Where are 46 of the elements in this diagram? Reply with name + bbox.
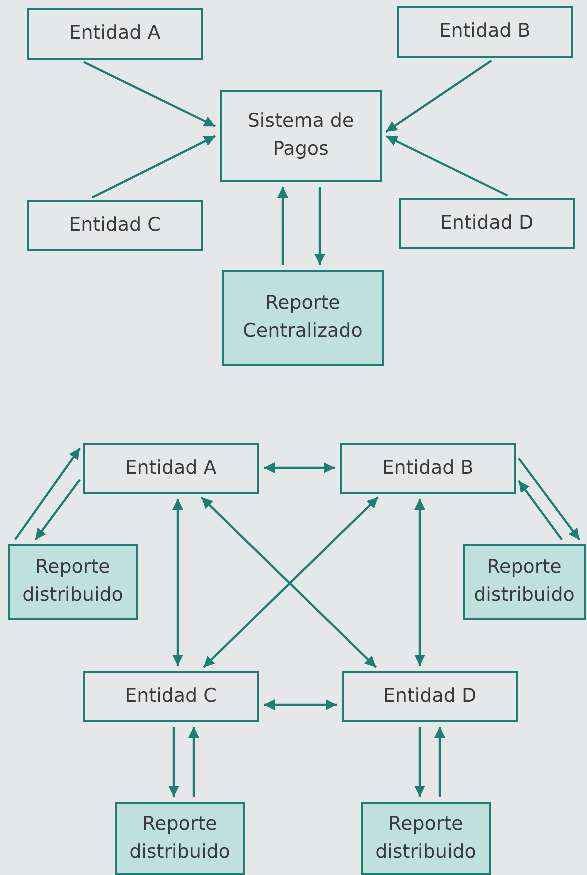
arrow [264, 700, 337, 710]
node-label: Reporte distribuido [473, 555, 576, 608]
entity-box [220, 90, 382, 182]
node-label: Reporte Centralizado [242, 291, 364, 344]
arrow [264, 462, 335, 474]
node-label: Entidad D [440, 210, 534, 236]
entity-box [27, 8, 203, 60]
arrow [83, 61, 216, 128]
report-box [361, 802, 491, 875]
arrow [518, 458, 581, 541]
arrow [414, 499, 426, 666]
entity-box [397, 6, 573, 58]
arrow [14, 448, 81, 541]
report-box [8, 544, 138, 620]
entity-box [83, 443, 259, 494]
node-label: Reporte distribuido [22, 555, 124, 608]
arrow [278, 187, 288, 265]
node-label: Entidad B [382, 456, 474, 481]
entity-box [27, 200, 203, 251]
node-label: Entidad B [439, 19, 531, 44]
arrow [434, 727, 446, 797]
node-label: Entidad A [69, 21, 161, 46]
entity-box [340, 443, 516, 494]
arrow [518, 480, 564, 541]
arrow [34, 479, 81, 541]
node-label: Reporte distribuido [128, 812, 232, 864]
report-box [463, 544, 586, 620]
node-label: Entidad D [383, 684, 477, 709]
entity-box [83, 671, 259, 722]
report-box [115, 802, 245, 875]
arrow [414, 727, 426, 797]
arrow [172, 499, 184, 666]
node-label: Reporte distribuido [374, 812, 478, 864]
arrow [168, 727, 180, 797]
arrow [188, 727, 200, 797]
entity-box [399, 198, 575, 249]
arrow [92, 135, 216, 199]
report-box [222, 270, 384, 366]
arrow [386, 60, 492, 133]
node-label: Entidad C [125, 684, 217, 709]
entity-box [342, 671, 518, 722]
node-label: Sistema de Pagos [246, 109, 356, 162]
arrow [386, 135, 508, 197]
arrow [314, 187, 326, 265]
node-label: Entidad C [69, 212, 161, 238]
node-label: Entidad A [125, 456, 217, 481]
